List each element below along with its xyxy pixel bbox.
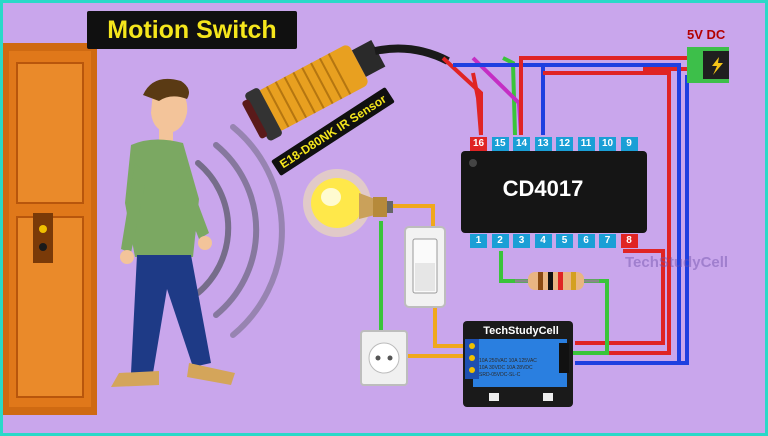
wall-switch-icon: [404, 226, 446, 308]
ic-label: CD4017: [502, 176, 584, 201]
relay-spec-line: 10A 250VAC 10A 125VAC: [479, 358, 537, 364]
relay-spec-line: 10A 30VDC 10A 28VDC: [479, 365, 533, 371]
power-label: 5V DC: [687, 27, 726, 42]
ic-pin-10: 10: [599, 137, 616, 151]
person-icon: [111, 78, 235, 387]
watermark: TechStudyCell: [625, 254, 729, 271]
relay-module-icon: [463, 321, 573, 407]
wire-red-sensor-b: [441, 56, 483, 135]
door-icon: [3, 43, 97, 415]
ic-pin-15: 15: [491, 137, 509, 151]
ic-pin-13: 13: [534, 137, 552, 151]
relay-brand-label: TechStudyCell: [483, 325, 559, 337]
ic-pin-16: 16: [470, 137, 487, 151]
resistor-icon: [515, 272, 599, 290]
ic-pin-11: 11: [577, 137, 595, 151]
ic-pin-4: 4: [534, 234, 552, 248]
wire-blue-dc: [675, 75, 689, 365]
wire-red-vcc: [519, 56, 689, 135]
wire-orange-switch: [433, 303, 469, 348]
light-bulb-icon: [303, 169, 393, 237]
dc-jack-icon: [687, 47, 729, 83]
ic-pin-8: 8: [620, 234, 638, 248]
relay-spec: 10A 250VAC 10A 125VAC 10A 30VDC 10A 28VD…: [479, 358, 567, 379]
ic-pin-2: 2: [491, 234, 509, 248]
ic-pin-12: 12: [556, 137, 573, 151]
wire-red-pin8: [575, 249, 665, 345]
wire-blue-gnd: [543, 63, 681, 365]
page-title: Motion Switch: [87, 11, 297, 49]
diagram-canvas: [3, 40, 729, 415]
wire-orange-bulb: [383, 204, 435, 229]
ic-pin-7: 7: [599, 234, 616, 248]
wire-blue-sensor: [453, 63, 545, 135]
ic-pin-9: 9: [620, 137, 638, 151]
ic-pin-1: 1: [470, 234, 487, 248]
ic-pin-3: 3: [513, 234, 530, 248]
ic-pin-6: 6: [577, 234, 595, 248]
wire-red-relay: [543, 71, 671, 355]
wire-green-pin2: [499, 251, 528, 283]
ic-cd4017: [461, 151, 647, 233]
ic-pin-5: 5: [556, 234, 573, 248]
ic-pin-14: 14: [513, 137, 530, 151]
wall-socket-icon: [360, 330, 408, 386]
ir-sensor-icon: [242, 40, 450, 141]
relay-spec-line: SRD-05VDC-SL-C: [479, 372, 521, 378]
